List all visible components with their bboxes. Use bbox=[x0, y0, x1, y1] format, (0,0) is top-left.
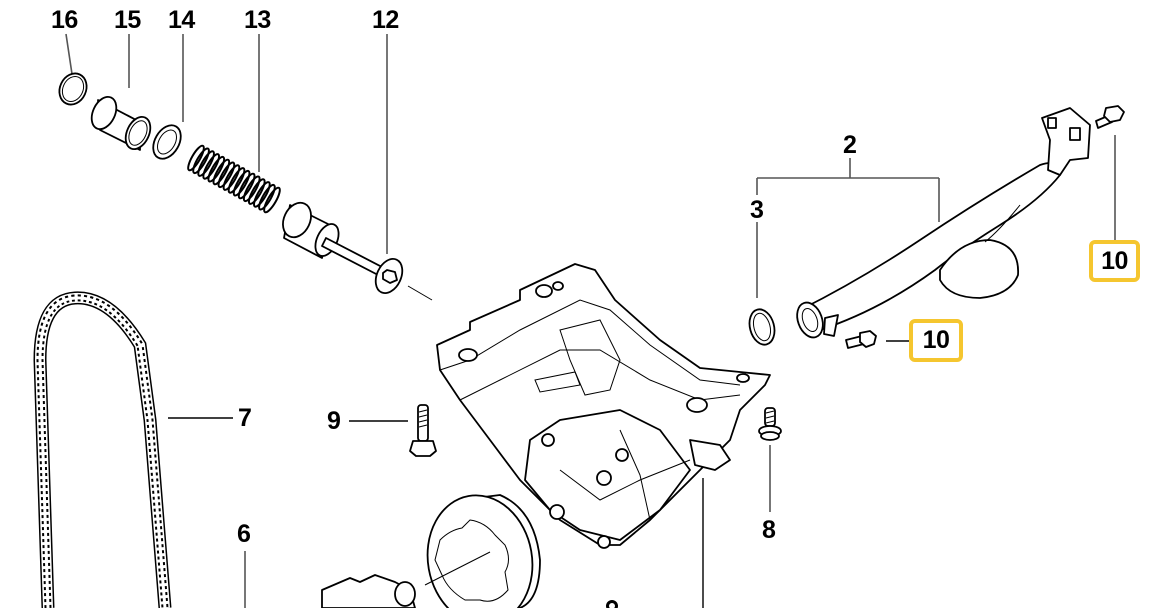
part-15-sleeve bbox=[90, 96, 152, 151]
callout-10-highlighted-top[interactable]: 10 bbox=[1089, 240, 1140, 282]
spring-coil bbox=[242, 175, 261, 203]
part-16-ring bbox=[58, 72, 88, 106]
callout-5-cutoff bbox=[606, 600, 620, 608]
spring-coil bbox=[253, 181, 271, 208]
callout-8[interactable]: 8 bbox=[762, 516, 776, 544]
spring-coil bbox=[212, 158, 231, 186]
part-13-spring bbox=[187, 144, 281, 214]
spring-coil bbox=[187, 144, 205, 172]
spring-coil bbox=[263, 186, 281, 214]
spring-coil bbox=[247, 178, 266, 205]
leader-valve-axis bbox=[407, 285, 433, 301]
spring-coil bbox=[192, 147, 210, 175]
part-2-suction-pipe bbox=[796, 107, 1091, 339]
callout-16[interactable]: 16 bbox=[51, 6, 78, 34]
spring-coil bbox=[237, 172, 256, 200]
spring-coil bbox=[217, 161, 236, 189]
leader-lines bbox=[65, 33, 1116, 608]
spring-coil bbox=[222, 164, 241, 191]
spring-coil bbox=[197, 150, 215, 177]
part-6-outer-rotor bbox=[426, 494, 541, 613]
callout-7[interactable]: 7 bbox=[238, 404, 252, 432]
callout-12[interactable]: 12 bbox=[372, 6, 399, 34]
leader-16 bbox=[65, 33, 73, 75]
part-8-bolt bbox=[758, 407, 782, 441]
part-10-bolt-bracket bbox=[1095, 105, 1125, 129]
callout-15[interactable]: 15 bbox=[114, 6, 141, 34]
part-12-valve bbox=[282, 201, 404, 294]
callout-3[interactable]: 3 bbox=[750, 196, 764, 224]
callout-10-highlighted-middle[interactable]: 10 bbox=[909, 319, 963, 362]
callout-14[interactable]: 14 bbox=[168, 6, 195, 34]
part-9-bolt bbox=[409, 404, 437, 457]
spring-coil bbox=[207, 155, 226, 183]
spring-coil bbox=[258, 183, 276, 211]
part-3-oring bbox=[748, 308, 776, 346]
callout-2[interactable]: 2 bbox=[843, 131, 857, 159]
spring-coil bbox=[232, 169, 251, 197]
callout-13[interactable]: 13 bbox=[244, 6, 271, 34]
part-10-bolt-pipe bbox=[845, 330, 877, 349]
callout-6[interactable]: 6 bbox=[237, 520, 251, 548]
part-7-chain bbox=[33, 291, 172, 609]
callout-9[interactable]: 9 bbox=[327, 407, 341, 435]
part-14-ring bbox=[152, 124, 182, 160]
oil-pump-housing bbox=[436, 263, 771, 549]
spring-coil bbox=[227, 167, 246, 194]
spring-coil bbox=[202, 153, 221, 180]
